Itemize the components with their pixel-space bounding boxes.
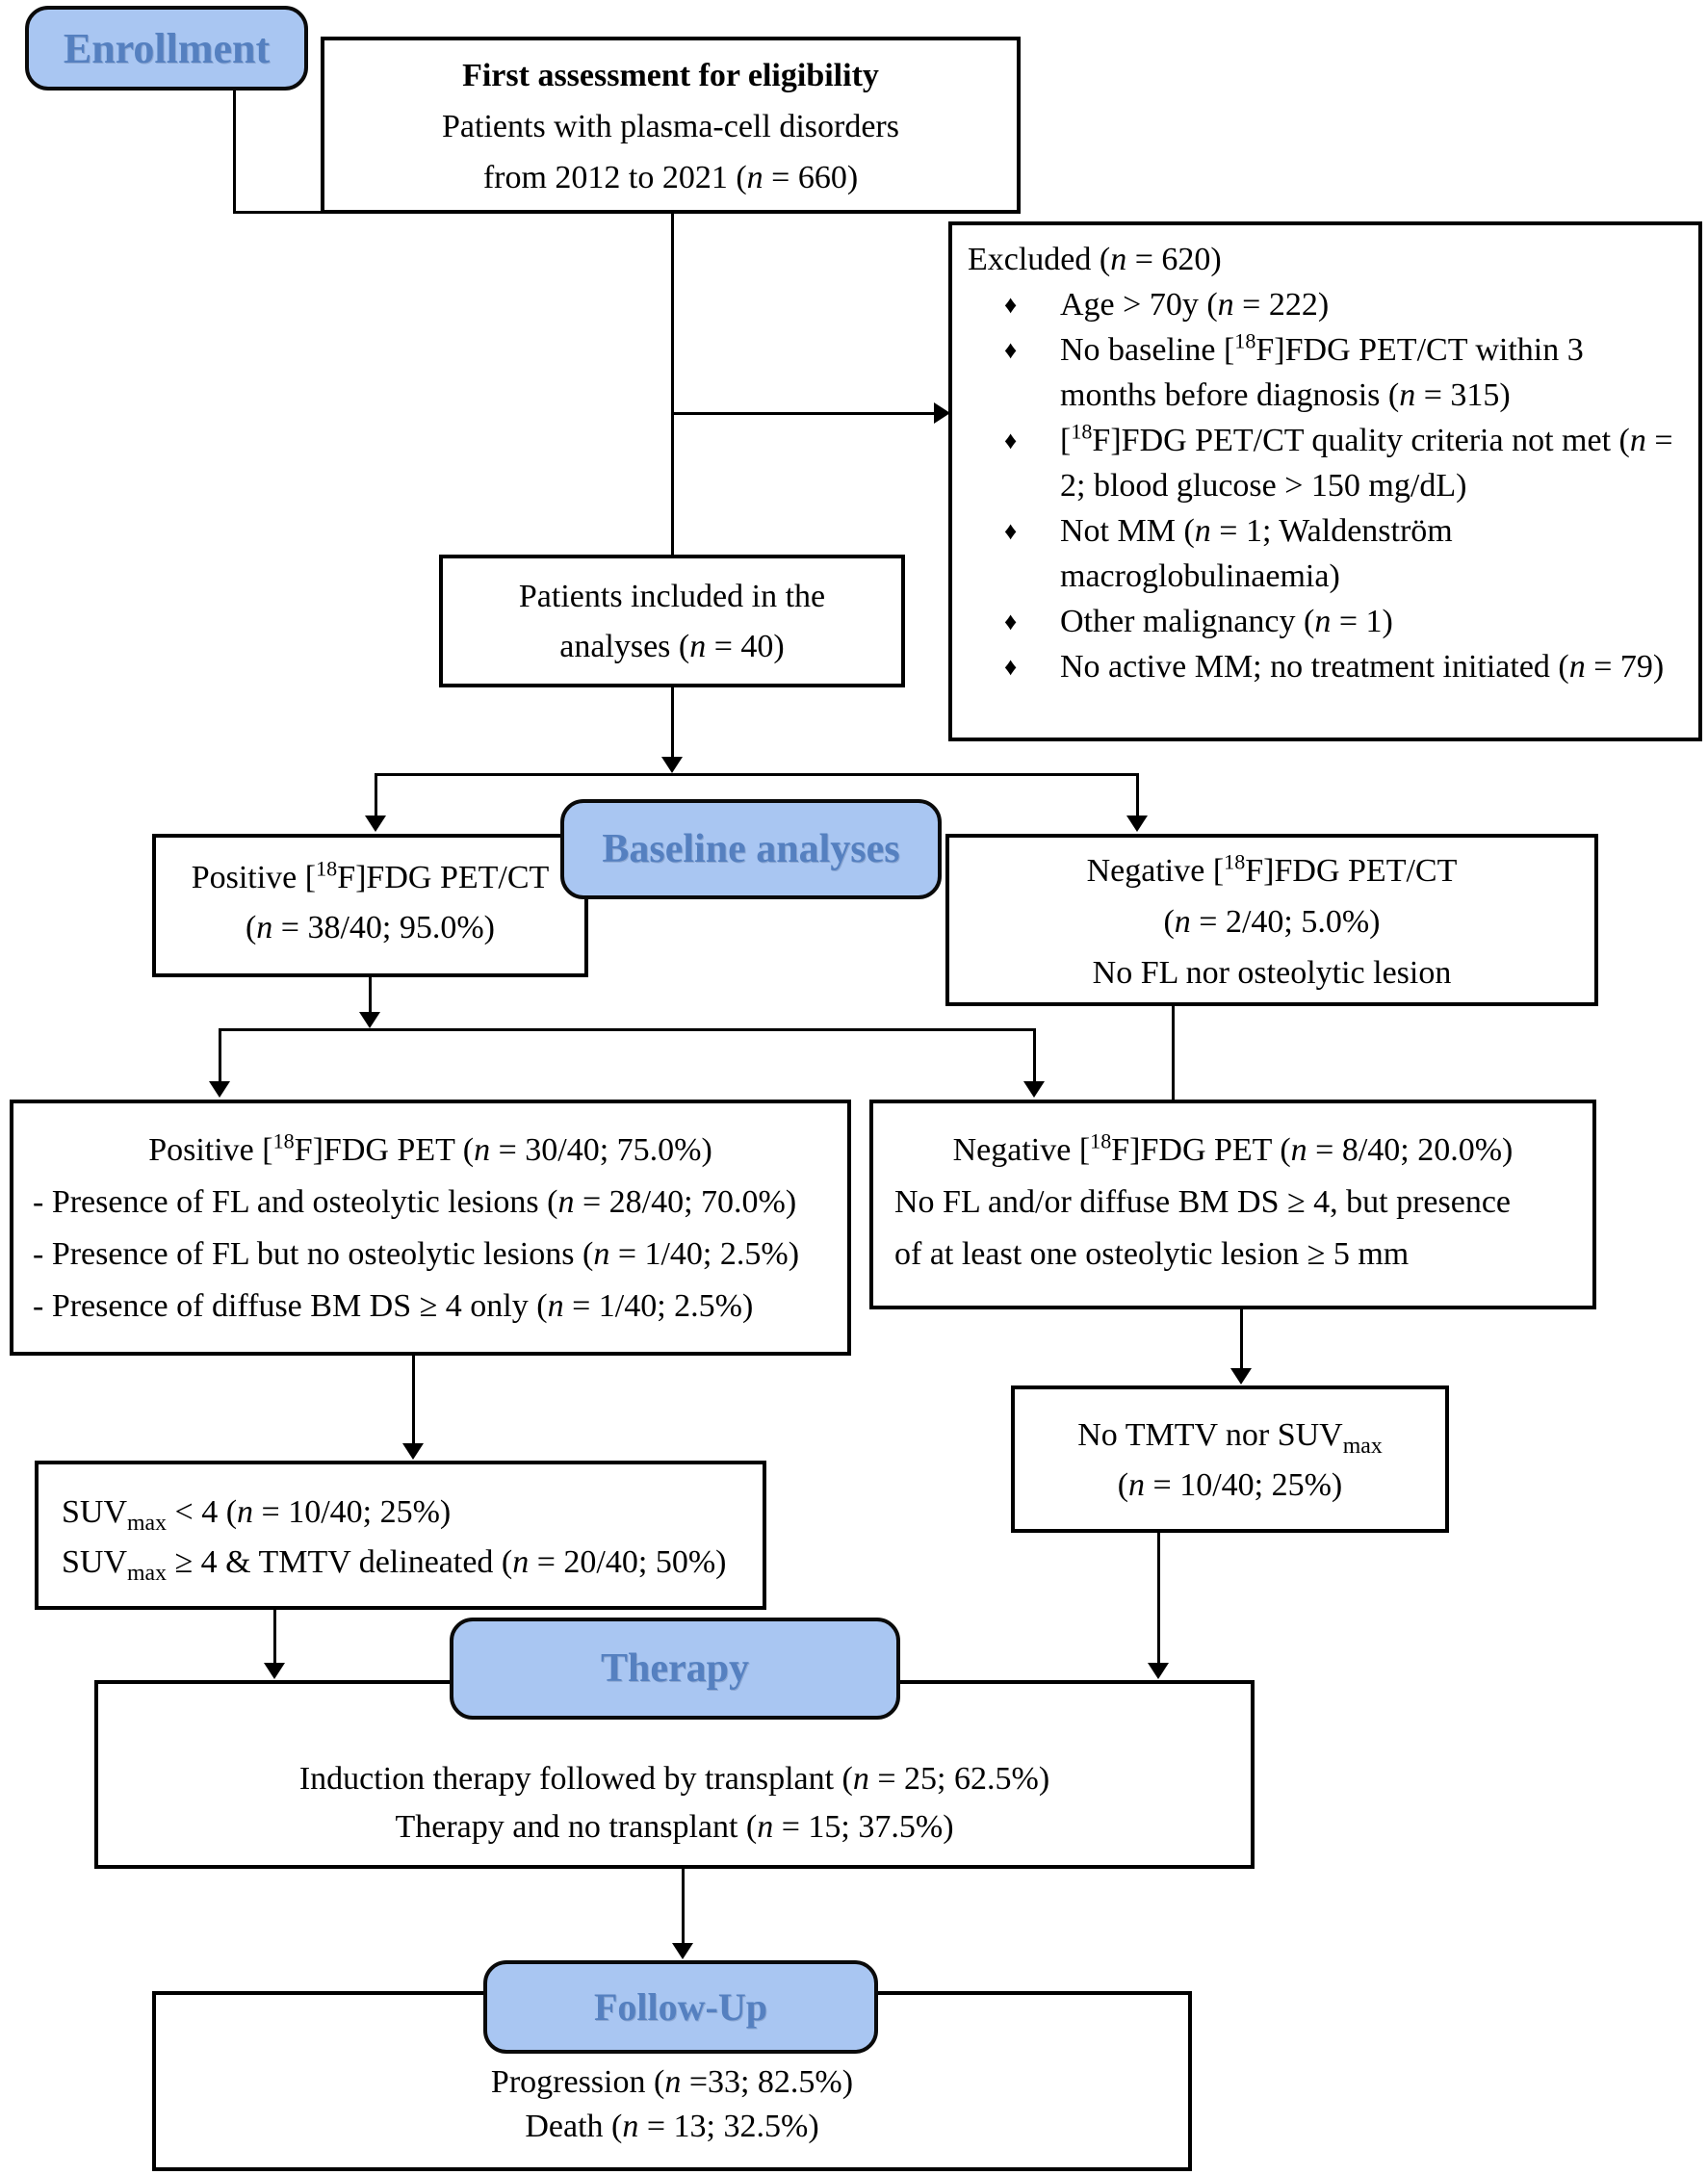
connector-included-to-split <box>671 687 674 759</box>
excluded-item: ♦ [18F]FDG PET/CT quality criteria not m… <box>968 418 1685 508</box>
diamond-bullet-icon: ♦ <box>1004 653 1018 681</box>
positive-pet-item: - Presence of FL but no osteolytic lesio… <box>33 1236 800 1272</box>
positive-petct-line2: (n = 38/40; 95.0%) <box>245 910 496 945</box>
excluded-box: Excluded (n = 620) ♦ Age > 70y (n = 222)… <box>948 221 1702 741</box>
connector-tmtv-to-therapy <box>1157 1531 1160 1666</box>
excluded-item: ♦ Age > 70y (n = 222) <box>968 282 1685 327</box>
therapy-line1: Induction therapy followed by transplant… <box>298 1761 1050 1797</box>
positive-pet-item: - Presence of diffuse BM DS ≥ 4 only (n … <box>33 1288 754 1324</box>
connector-suv-to-therapy <box>273 1608 276 1666</box>
split1-left-leg <box>375 776 377 816</box>
arrowhead-negative-petct <box>1126 816 1148 832</box>
diamond-bullet-icon: ♦ <box>1004 427 1018 454</box>
arrowhead-split2 <box>359 1012 380 1028</box>
suvmax-line1: SUVmax < 4 (n = 10/40; 25%) <box>62 1494 452 1536</box>
excluded-item: ♦ Other malignancy (n = 1) <box>968 599 1685 644</box>
split2-left-leg <box>219 1031 221 1081</box>
diamond-bullet-icon: ♦ <box>1004 291 1018 319</box>
enrollment-badge: Enrollment <box>25 6 308 91</box>
arrowhead-followup <box>672 1943 693 1959</box>
followup-line2: Death (n = 13; 32.5%) <box>525 2109 819 2144</box>
diamond-bullet-icon: ♦ <box>1004 336 1018 364</box>
connector-therapy-to-followup <box>682 1867 685 1944</box>
positive-pet-box: Positive [18F]FDG PET (n = 30/40; 75.0%)… <box>10 1100 851 1356</box>
excluded-item-text: [18F]FDG PET/CT quality criteria not met… <box>1060 419 1673 504</box>
followup-line1: Progression (n =33; 82.5%) <box>490 2064 854 2100</box>
excluded-item: ♦ No active MM; no treatment initiated (… <box>968 644 1685 689</box>
arrowhead-excluded <box>934 402 950 424</box>
split2-right-leg <box>1033 1031 1036 1081</box>
positive-pet-item: - Presence of FL and osteolytic lesions … <box>33 1184 797 1220</box>
excluded-item: ♦ Not MM (n = 1; Waldenström macroglobul… <box>968 508 1685 599</box>
arrowhead-negative-pet <box>1023 1081 1045 1098</box>
excluded-item-text: Other malignancy (n = 1) <box>1060 604 1393 639</box>
connector-pospet-to-suv <box>412 1354 415 1444</box>
split1-horizontal <box>375 773 1139 776</box>
diamond-bullet-icon: ♦ <box>1004 608 1018 635</box>
positive-pet-line1: Positive [18F]FDG PET (n = 30/40; 75.0%) <box>148 1128 712 1168</box>
negative-petct-box: Negative [18F]FDG PET/CT (n = 2/40; 5.0%… <box>945 834 1598 1006</box>
excluded-title: Excluded (n = 620) <box>968 242 1222 277</box>
negative-petct-line2: (n = 2/40; 5.0%) <box>1163 904 1381 940</box>
negative-pet-line2: No FL and/or diffuse BM DS ≥ 4, but pres… <box>894 1184 1512 1220</box>
arrowhead-tmtv <box>1230 1368 1252 1385</box>
excluded-item-text: Not MM (n = 1; Waldenström macroglobulin… <box>1060 513 1453 594</box>
arrowhead-therapy-left <box>264 1663 285 1679</box>
no-tmtv-box: No TMTV nor SUVmax (n = 10/40; 25%) <box>1011 1385 1449 1533</box>
split2-horizontal <box>219 1028 1036 1031</box>
arrowhead-positive-petct <box>365 816 386 832</box>
no-tmtv-line1: No TMTV nor SUVmax <box>1077 1417 1383 1459</box>
excluded-item: ♦ No baseline [18F]FDG PET/CT within 3 m… <box>968 327 1685 418</box>
first-assessment-line2: Patients with plasma-cell disorders <box>442 109 899 144</box>
first-assessment-line3: from 2012 to 2021 (n = 660) <box>482 160 859 195</box>
connector-assessment-to-included <box>671 212 674 555</box>
negative-pet-box: Negative [18F]FDG PET (n = 8/40; 20.0%) … <box>869 1100 1596 1309</box>
diamond-bullet-icon: ♦ <box>1004 517 1018 545</box>
arrowhead-positive-pet <box>209 1081 230 1098</box>
connector-posct-to-split <box>369 975 372 1012</box>
negative-petct-line1: Negative [18F]FDG PET/CT <box>1086 849 1458 889</box>
first-assessment-title: First assessment for eligibility <box>462 58 879 93</box>
included-line2: analyses (n = 40) <box>559 629 785 664</box>
therapy-line2: Therapy and no transplant (n = 15; 37.5%… <box>395 1809 954 1845</box>
negative-pet-line3: of at least one osteolytic lesion ≥ 5 mm <box>894 1236 1410 1272</box>
split1-right-leg <box>1136 776 1139 816</box>
suvmax-line2: SUVmax ≥ 4 & TMTV delineated (n = 20/40;… <box>62 1544 727 1586</box>
baseline-analyses-badge: Baseline analyses <box>560 799 942 899</box>
connector-negpet-to-tmtv <box>1240 1308 1243 1369</box>
suvmax-box: SUVmax < 4 (n = 10/40; 25%) SUVmax ≥ 4 &… <box>35 1461 766 1610</box>
excluded-item-text: No baseline [18F]FDG PET/CT within 3 mon… <box>1060 328 1584 413</box>
negative-pet-line1: Negative [18F]FDG PET (n = 8/40; 20.0%) <box>952 1128 1514 1168</box>
connector-to-excluded <box>672 412 935 415</box>
positive-petct-line1: Positive [18F]FDG PET/CT <box>191 856 550 895</box>
included-line1: Patients included in the <box>518 579 826 614</box>
arrowhead-therapy-right <box>1148 1663 1169 1679</box>
connector-enrollment-vertical <box>233 91 236 212</box>
therapy-badge: Therapy <box>450 1618 900 1720</box>
included-box: Patients included in the analyses (n = 4… <box>439 555 905 687</box>
positive-petct-box: Positive [18F]FDG PET/CT (n = 38/40; 95.… <box>152 834 588 977</box>
arrowhead-suv <box>402 1443 424 1460</box>
first-assessment-box: First assessment for eligibility Patient… <box>321 37 1021 214</box>
negative-petct-line3: No FL nor osteolytic lesion <box>1092 955 1452 991</box>
excluded-item-text: No active MM; no treatment initiated (n … <box>1060 649 1665 685</box>
arrowhead-split1 <box>661 757 683 773</box>
connector-negct-to-negpet <box>1172 1004 1175 1103</box>
followup-badge: Follow-Up <box>483 1960 878 2054</box>
no-tmtv-line2: (n = 10/40; 25%) <box>1117 1467 1343 1503</box>
connector-enrollment-horizontal <box>233 211 324 214</box>
excluded-item-text: Age > 70y (n = 222) <box>1060 287 1330 323</box>
